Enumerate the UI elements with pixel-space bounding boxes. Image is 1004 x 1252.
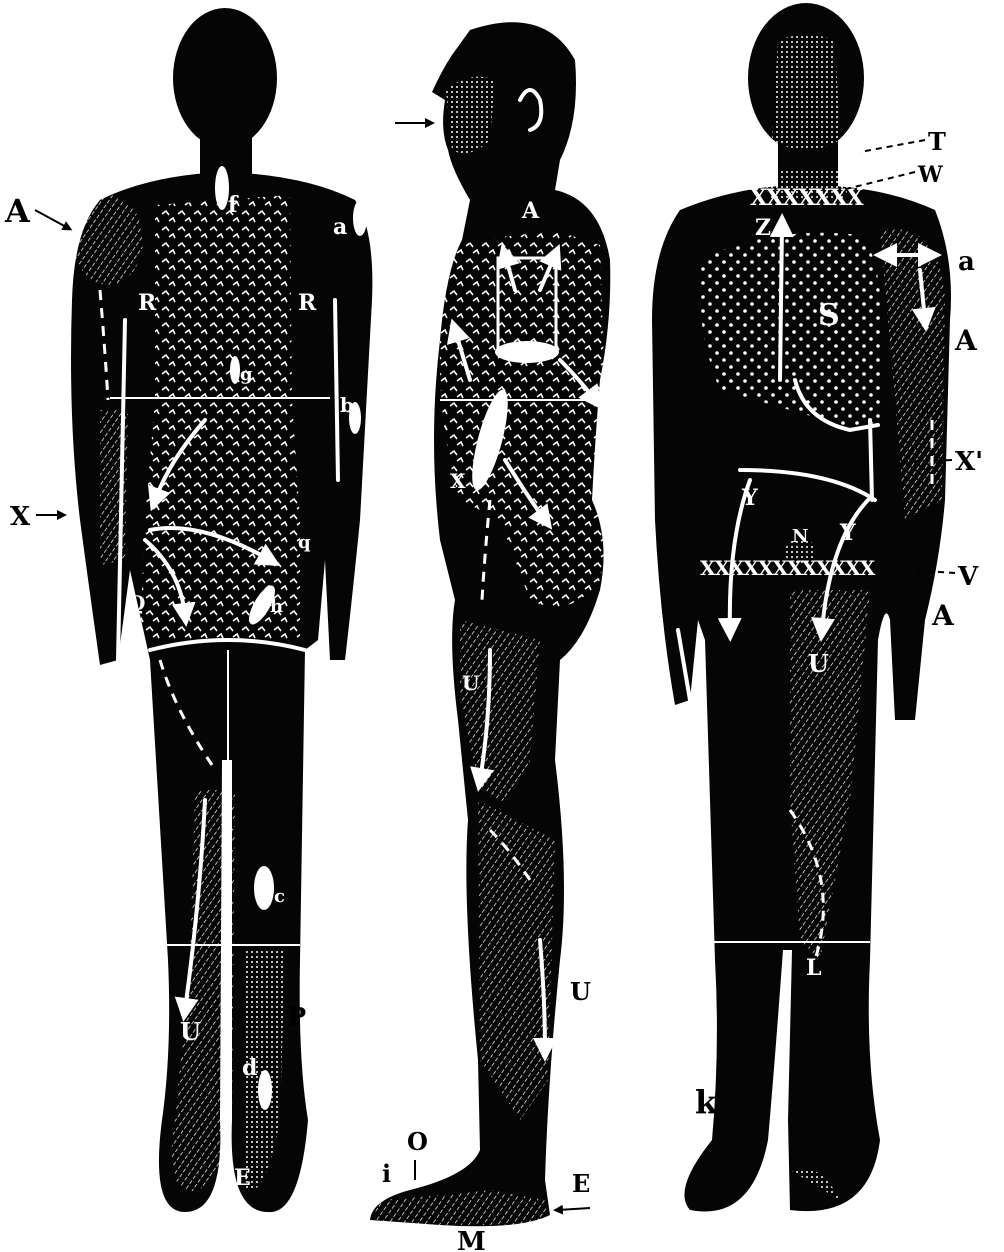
side-label-A: A [521, 198, 540, 224]
front-label-N: N [792, 526, 808, 547]
front-label-Y-right: Y [839, 520, 856, 546]
back-mark-d [258, 1070, 272, 1110]
side-label-U-leg: U [570, 977, 591, 1006]
back-label-P: P [288, 1002, 306, 1031]
front-face-texture [772, 35, 840, 150]
front-pointer-T [860, 140, 925, 152]
back-mark-f [215, 166, 229, 210]
side-label-U-thigh: U [462, 671, 479, 695]
back-label-Q: Q [128, 591, 145, 615]
front-label-A-upper: A [954, 324, 978, 357]
back-label-X: X [10, 502, 31, 532]
back-trunk-texture [140, 195, 300, 640]
back-label-E: E [234, 1165, 251, 1191]
front-flank-line [870, 420, 872, 500]
side-pointer-E [558, 1208, 590, 1210]
back-mark-a [353, 200, 367, 236]
front-label-Y-left: Y [741, 485, 758, 511]
side-label-M: M [457, 1227, 486, 1252]
back-pointer-A [35, 210, 68, 228]
front-label-S: S [818, 298, 840, 333]
back-label-b: b [340, 393, 354, 417]
side-label-O: O [407, 1127, 428, 1156]
front-view-figure: XXXXXXX XXXXXXXXXXXX T W Z a S A X' Y Y … [652, 3, 983, 1220]
back-label-q: q [298, 532, 311, 553]
front-label-L: L [806, 955, 821, 981]
back-label-d: d [242, 1055, 257, 1081]
side-label-X: X [450, 469, 466, 493]
side-view-figure: A X U U i O E M [370, 22, 610, 1252]
front-label-A-lower: A [931, 599, 955, 632]
front-label-a: a [958, 247, 975, 277]
back-label-g: g [240, 364, 253, 385]
side-label-i: i [382, 1159, 391, 1188]
front-label-T: T [928, 127, 946, 156]
back-label-f: f [228, 192, 239, 218]
back-label-U: U [180, 1017, 201, 1046]
back-mark-g [230, 356, 240, 384]
front-label-X-prime: X' [955, 447, 983, 477]
front-label-i: i [742, 1196, 750, 1220]
back-label-R-left: R [138, 290, 157, 316]
back-label-A: A [4, 192, 31, 230]
side-label-E: E [572, 1169, 590, 1198]
front-label-Z: Z [755, 215, 771, 241]
front-label-U: U [808, 649, 829, 678]
front-label-k: k [695, 1083, 718, 1121]
side-face-texture [446, 77, 495, 154]
front-label-V: V [957, 562, 979, 592]
back-view-figure: A f a R R g b X Q q h c U P d E [4, 8, 372, 1212]
back-label-R-right: R [298, 290, 317, 316]
back-label-a: a [333, 214, 347, 240]
front-label-W: W [917, 162, 943, 188]
back-shoulder-texture [73, 195, 143, 285]
back-label-h: h [270, 596, 283, 617]
back-mark-c [254, 866, 274, 910]
back-label-c: c [274, 886, 285, 907]
side-torso-disc [495, 341, 559, 363]
front-arrow-Z [780, 225, 782, 380]
